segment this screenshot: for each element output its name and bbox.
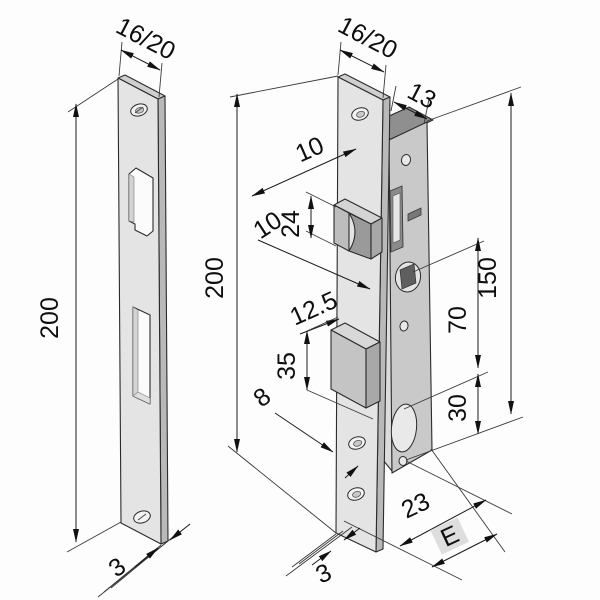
follower-square xyxy=(399,263,417,290)
case-fixing-hole-bottom xyxy=(398,456,408,466)
dim-label-strike-thickness: 3 xyxy=(103,552,131,583)
dim-label-handle-cylinder-distance: 70 xyxy=(444,306,472,334)
dim-label-bolt-height: 35 xyxy=(273,352,301,380)
cylinder-hole xyxy=(390,403,418,453)
lock-dimensions: 16/20 13 10 24 10 200 12.5 35 8 xyxy=(201,11,524,589)
strike-plate xyxy=(117,74,169,545)
latch-bevel-face xyxy=(348,212,372,260)
strike-bolt-slot-floor xyxy=(132,391,151,405)
deadbolt-side-face xyxy=(365,341,381,409)
case-hole-mid xyxy=(399,320,409,332)
dim-label-bolt-throw: 8 xyxy=(248,382,276,413)
backset-badge: E xyxy=(430,517,469,555)
case-latch-tail xyxy=(392,192,401,244)
latch-side-face xyxy=(370,217,383,260)
dim-label-latch-protrusion: 10 xyxy=(291,131,328,168)
strike-screw-slot-top xyxy=(134,106,144,114)
dim-label-face-length: 200 xyxy=(201,257,229,299)
dim-label-case-depth: 23 xyxy=(397,487,434,524)
lock-body xyxy=(330,73,434,553)
strike-latch-opening-wall xyxy=(128,173,135,223)
dim-label-strike-length: 200 xyxy=(36,297,64,339)
latch-front-face xyxy=(333,204,350,252)
dim-label-bolt-inset: 12.5 xyxy=(286,286,342,331)
dim-label-latch-height: 24 xyxy=(277,210,305,238)
strike-screw-hole-top-inner xyxy=(135,107,145,114)
deadbolt xyxy=(330,322,381,409)
faceplate-screw-hole-mid-inner xyxy=(353,439,363,447)
case-slot xyxy=(407,207,422,222)
dim-label-cylinder-bottom-distance: 30 xyxy=(444,394,472,422)
dim-label-face-thickness: 3 xyxy=(311,558,335,589)
dim-label-strike-width: 16/20 xyxy=(111,12,179,66)
strike-screw-slot-bottom xyxy=(137,513,147,521)
strike-latch-opening xyxy=(128,167,154,237)
faceplate-screw-hole-bottom-inner xyxy=(352,490,362,498)
dim-label-face-width: 16/20 xyxy=(333,11,401,65)
latch-bolt xyxy=(333,198,383,260)
backset-badge-box xyxy=(430,517,469,555)
faceplate-screw-hole-top-inner xyxy=(356,110,366,118)
strike-bolt-slot-wall xyxy=(132,306,139,400)
faceplate-front-face xyxy=(335,76,384,553)
case-fixing-hole-top xyxy=(400,154,412,166)
